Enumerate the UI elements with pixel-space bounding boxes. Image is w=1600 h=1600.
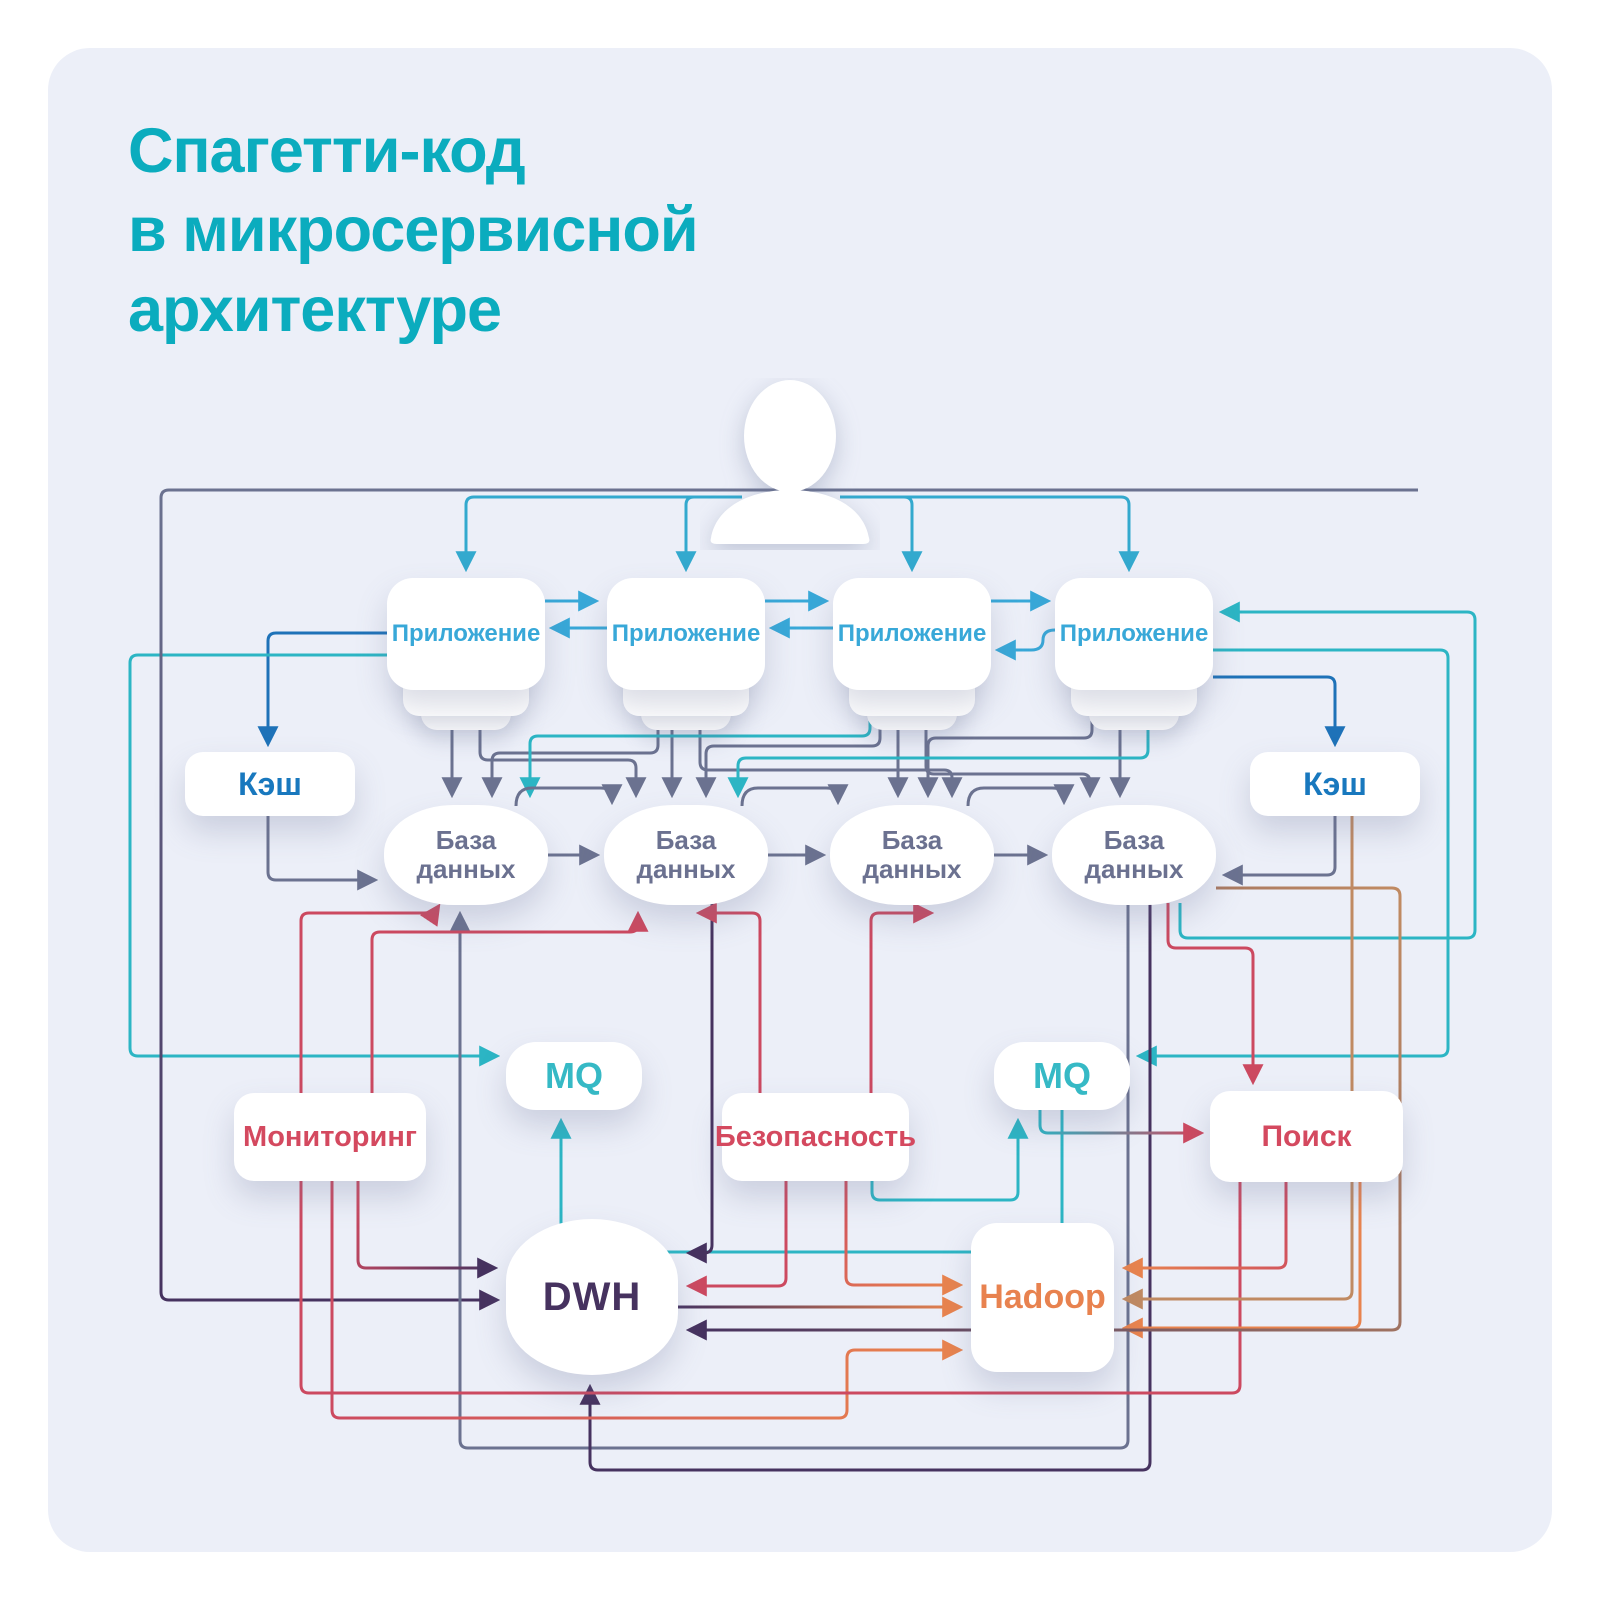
edge-cache1-db1	[266, 816, 379, 891]
edge-app1-mq1	[128, 653, 501, 1067]
edge-cache2-db4	[1221, 816, 1337, 886]
user-shoulders	[710, 490, 870, 544]
db-2-label: База данных	[636, 824, 736, 884]
edge-db4-db1-bottom	[449, 903, 1130, 1450]
edge-user-app2	[675, 495, 742, 573]
mq-left-label: MQ	[545, 1055, 603, 1096]
node-db-3: База данных	[830, 805, 994, 905]
edge-cache2-hadoop	[1121, 816, 1354, 1310]
edge-app3-db2	[695, 718, 882, 799]
node-cache-right: Кэш	[1250, 752, 1420, 816]
edge-app4-db3	[917, 718, 1094, 799]
app-4-label: Приложение	[1059, 620, 1209, 647]
cache-right-label: Кэш	[1303, 765, 1367, 802]
node-app-3: Приложение	[833, 578, 991, 690]
edge-db1-db2-top	[514, 784, 623, 807]
edge-search-hadoop-right	[1121, 1182, 1288, 1279]
edge-db3-db4-top	[966, 784, 1075, 807]
edge-app4-mq2	[1135, 648, 1450, 1067]
node-db-2: База данных	[604, 805, 768, 905]
edge-user-app4	[840, 495, 1140, 573]
edge-db2-db3-top	[740, 784, 849, 807]
search-label: Поиск	[1261, 1119, 1352, 1153]
user-icon	[700, 378, 880, 550]
edge-security-hadoop	[844, 1160, 964, 1296]
edge-security-db2	[695, 902, 762, 1093]
edge-mq2-search	[1038, 1110, 1205, 1144]
security-label: Безопасность	[714, 1120, 917, 1153]
user-head	[744, 380, 836, 492]
db-4-label: База данных	[1084, 824, 1184, 884]
edge-db4-app4	[1178, 601, 1477, 940]
title-line-3: архитектуре	[128, 274, 502, 345]
edge-user-app1	[455, 495, 742, 573]
edge-app1-db2	[478, 718, 647, 799]
node-db-1: База данных	[384, 805, 548, 905]
edge-security-mq2	[870, 1117, 1029, 1202]
edge-security-db3	[869, 902, 935, 1093]
cache-left-label: Кэш	[238, 765, 302, 802]
page-title: Спагетти-код в микросервисной архитектур…	[128, 112, 699, 350]
node-security: Безопасность	[715, 1093, 916, 1181]
edge-search-db1	[299, 903, 1242, 1395]
app-2-label: Приложение	[611, 620, 761, 647]
app-1-label: Приложение	[391, 620, 541, 647]
node-dwh: DWH	[506, 1219, 678, 1375]
edge-monitoring-dwh	[356, 1181, 499, 1279]
node-cache-left: Кэш	[185, 752, 355, 816]
title-line-1: Спагетти-код	[128, 116, 526, 186]
app-3-label: Приложение	[837, 620, 987, 647]
edge-search-hadoop-low	[1121, 1182, 1362, 1339]
edge-db4-search	[1166, 903, 1264, 1086]
edge-left-loop-dwh	[159, 488, 1418, 1311]
dwh-label: DWH	[542, 1274, 642, 1319]
edge-db4-dwh-bottom	[579, 903, 1152, 1472]
hadoop-label: Hadoop	[979, 1278, 1106, 1316]
edge-app4-app3	[994, 628, 1056, 661]
node-search: Поиск	[1210, 1091, 1403, 1182]
db-1-label: База данных	[416, 824, 516, 884]
node-db-4: База данных	[1052, 805, 1216, 905]
db-3-label: База данных	[862, 824, 962, 884]
edge-app4-db2	[727, 718, 1150, 799]
node-app-2: Приложение	[607, 578, 765, 690]
node-hadoop: Hadoop	[971, 1223, 1114, 1372]
edge-app3-db4	[924, 718, 1101, 799]
edge-app4-cache2	[1213, 675, 1346, 748]
edge-db2-dwh	[685, 903, 714, 1264]
node-monitoring: Мониторинг	[234, 1093, 426, 1181]
node-mq-left: MQ	[506, 1042, 642, 1110]
title-line-2: в микросервисной	[128, 195, 699, 266]
edge-app2-db1	[481, 718, 660, 799]
node-app-1: Приложение	[387, 578, 545, 690]
monitoring-label: Мониторинг	[243, 1120, 417, 1153]
edge-security-dwh	[685, 1160, 788, 1297]
edge-app3-db1	[519, 718, 872, 799]
node-app-4: Приложение	[1055, 578, 1213, 690]
edge-app1-cache1	[257, 631, 387, 748]
node-mq-right: MQ	[994, 1042, 1130, 1110]
edge-monitoring-hadoop	[330, 1181, 964, 1420]
mq-right-label: MQ	[1033, 1055, 1091, 1096]
edge-monitoring-db2	[370, 910, 649, 1093]
